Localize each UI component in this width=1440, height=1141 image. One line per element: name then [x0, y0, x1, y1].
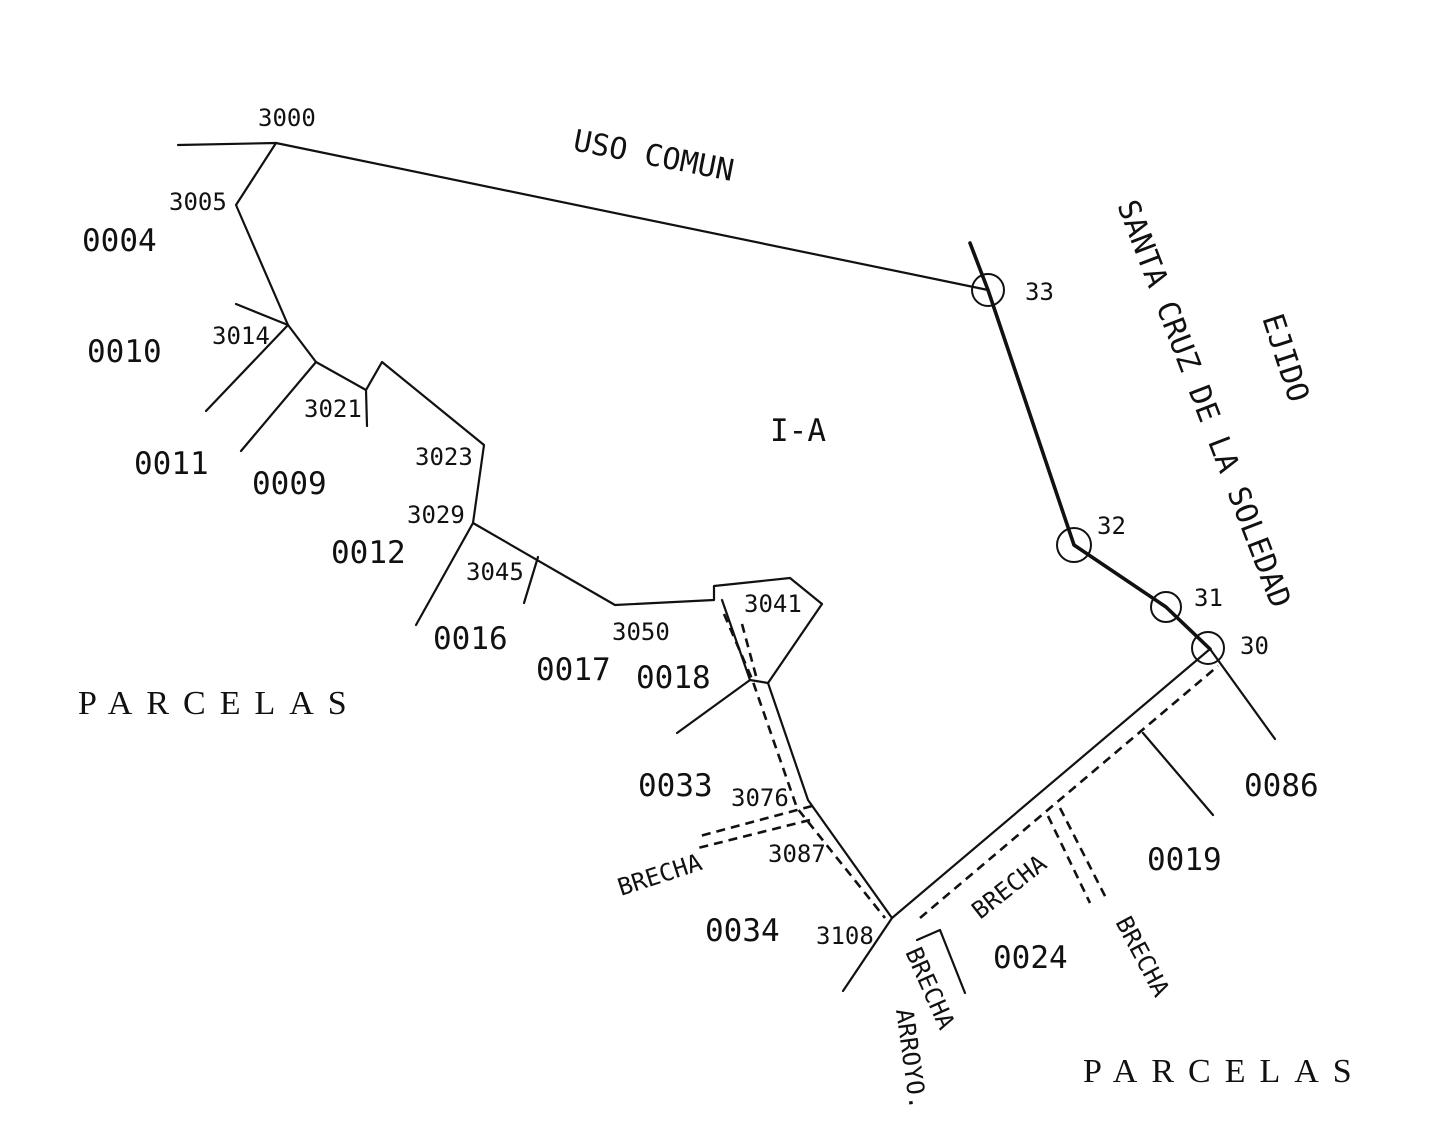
- division-0033: [675, 678, 752, 735]
- brecha-south-a: [1046, 815, 1092, 904]
- vertex-label-3029: 3029: [407, 501, 465, 529]
- brecha-southeast-path: [919, 665, 1219, 919]
- division-lines: [204, 302, 1277, 995]
- brecha-west-path: [722, 613, 887, 919]
- division-0086: [1208, 647, 1277, 741]
- parcel-label-0011: 0011: [134, 446, 209, 482]
- division-0011: [204, 323, 290, 413]
- parcel-label-0012: 0012: [331, 535, 406, 571]
- vertex-label-3021: 3021: [304, 395, 362, 423]
- vertex-label-3045: 3045: [466, 558, 524, 586]
- vertex-label-3087: 3087: [768, 840, 826, 868]
- division-arroyo: [915, 928, 967, 995]
- division-3045: [522, 555, 540, 605]
- vertex-label-3076: 3076: [731, 784, 789, 812]
- uso-comun-label: USO COMUN: [570, 123, 736, 188]
- vertex-label-3014: 3014: [212, 322, 270, 350]
- west-boundary: [234, 141, 894, 920]
- north-boundary: [176, 141, 990, 292]
- vertex-label-3023: 3023: [415, 443, 473, 471]
- parcelas-label-west: PARCELAS: [78, 685, 361, 722]
- vertex-label-33: 33: [1025, 278, 1054, 306]
- brecha-lines: [697, 613, 1219, 919]
- vertex-markers: [971, 273, 1225, 665]
- brecha-3087-b: [699, 804, 813, 838]
- parcel-label-0033: 0033: [638, 768, 713, 804]
- vertex-label-3000: 3000: [258, 104, 316, 132]
- brecha-3087-a: [697, 818, 811, 850]
- parcel-label-0016: 0016: [433, 621, 508, 657]
- division-0009: [239, 360, 318, 453]
- parcel-label-0004: 0004: [82, 223, 157, 259]
- vertex-label-3041: 3041: [744, 590, 802, 618]
- parcel-label-0034: 0034: [705, 913, 780, 949]
- parcel-label-0019: 0019: [1147, 842, 1222, 878]
- vertex-label-32: 32: [1097, 512, 1126, 540]
- brecha-label-west: BRECHA: [614, 848, 706, 902]
- vertex-label-3050: 3050: [612, 618, 670, 646]
- vertex-label-3108: 3108: [816, 922, 874, 950]
- vertex-marker-32: [1056, 527, 1092, 563]
- parcel-label-0017: 0017: [536, 652, 611, 688]
- division-0016: [414, 521, 475, 627]
- vertex-marker-33: [971, 273, 1005, 307]
- division-3021: [364, 388, 369, 428]
- vertex-labels: 3000 3005 3014 3021 3023 3029 3045 3050 …: [169, 104, 1269, 950]
- brecha-3041-inner: [740, 623, 758, 677]
- vertex-label-3005: 3005: [169, 188, 227, 216]
- vertex-marker-31: [1150, 591, 1182, 623]
- vertex-marker-30: [1191, 631, 1225, 665]
- division-3014: [234, 302, 290, 327]
- parcelas-label-south: PARCELAS: [1083, 1053, 1366, 1090]
- parcel-label-0024: 0024: [993, 940, 1068, 976]
- vertex-label-30: 30: [1240, 632, 1269, 660]
- parcel-label-0018: 0018: [636, 660, 711, 696]
- brecha-south-b: [1058, 807, 1108, 899]
- parcel-label-0009: 0009: [252, 466, 327, 502]
- santa-cruz-label: SANTA CRUZ DE LA SOLEDAD: [1110, 195, 1298, 612]
- division-0019: [1141, 731, 1215, 817]
- division-3108: [841, 916, 894, 993]
- ejido-label: EJIDO: [1254, 310, 1315, 407]
- arroyo-label: ARROYO.: [890, 1007, 932, 1111]
- vertex-label-31: 31: [1194, 584, 1223, 612]
- brecha-label-middle: BRECHA: [966, 849, 1052, 925]
- brecha-label-east: BRECHA: [1110, 912, 1176, 1002]
- parcel-label-0086: 0086: [1244, 768, 1319, 804]
- zone-label: I-A: [770, 413, 826, 449]
- parcel-labels: 0004 0010 0011 0009 0012 0016 0017 0018 …: [82, 223, 1319, 976]
- south-east-boundary: [890, 647, 1212, 920]
- parcel-label-0010: 0010: [87, 334, 162, 370]
